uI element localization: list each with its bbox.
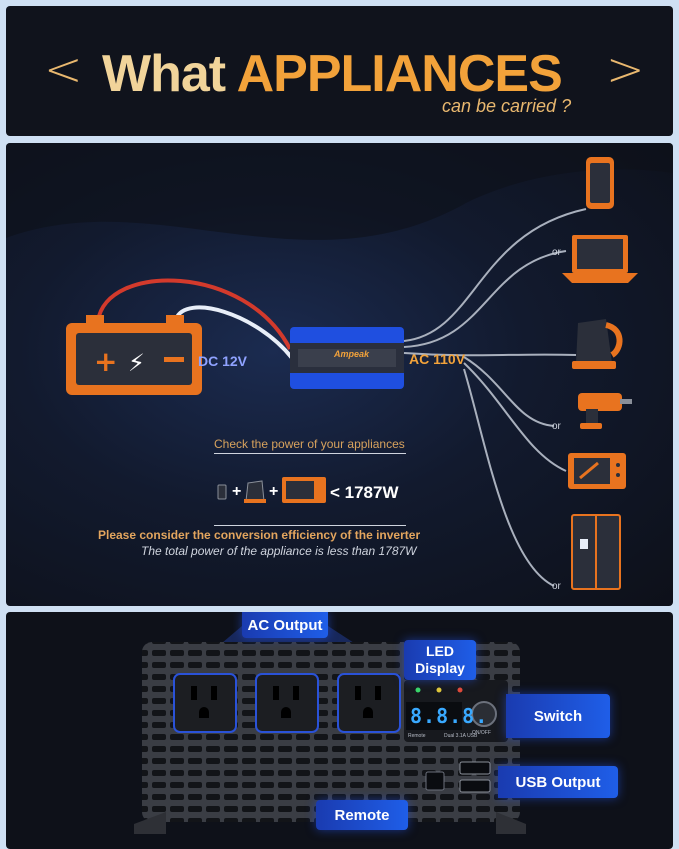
remote-small-label: Remote <box>408 733 426 739</box>
ac-outlet-3 <box>337 673 401 733</box>
usb-output-label: USB Output <box>515 773 601 791</box>
led-display-label-line2: Display <box>415 660 465 676</box>
small-phone-icon <box>217 484 227 500</box>
remote-label: Remote <box>334 806 390 824</box>
inverter-icon <box>290 327 404 389</box>
plus-sign: + <box>269 483 279 500</box>
small-kettle-icon <box>244 480 266 503</box>
title-word-appliances: APPLIANCES <box>236 45 563 103</box>
ac-output-label: AC Output <box>247 616 323 634</box>
wiring-diagram: + ⚡ <box>6 143 673 606</box>
title-word-what: What <box>102 45 226 103</box>
plus-sign: + <box>232 483 242 500</box>
page-title: What APPLIANCES <box>102 44 563 104</box>
conversion-efficiency-text: Please consider the conversion efficienc… <box>98 528 421 542</box>
title-banner: < What APPLIANCES > can be carried ? <box>6 6 673 136</box>
ac-output-badge: AC Output <box>242 612 328 638</box>
or-label: or <box>552 581 561 592</box>
or-label: or <box>552 421 561 432</box>
page-subtitle: can be carried ? <box>442 96 572 116</box>
small-microwave-icon <box>282 477 326 503</box>
wiring-illustration: + ⚡ <box>6 143 673 590</box>
onoff-label: ON/OFF <box>472 730 491 736</box>
microwave-icon <box>568 453 626 489</box>
divider <box>214 453 406 454</box>
battery-icon: + ⚡ <box>66 315 202 395</box>
switch-label: Switch <box>533 707 583 725</box>
dc-voltage-label: DC 12V <box>198 353 248 369</box>
power-limit-text: < 1787W <box>330 483 399 502</box>
total-power-text: The total power of the appliance is less… <box>141 544 417 558</box>
power-button-icon <box>471 701 497 727</box>
ac-outlet-1 <box>173 673 237 733</box>
led-display-badge: LED Display <box>404 640 476 680</box>
led-display-label-line1: LED <box>426 643 454 659</box>
inverter-front-illustration <box>134 626 526 834</box>
remote-badge: Remote <box>316 800 408 830</box>
chevron-left-icon: < <box>44 42 83 96</box>
check-power-text: Check the power of your appliances <box>214 437 405 451</box>
ac-voltage-label: AC 110V <box>409 351 466 367</box>
usb-small-label: Dual 3.1A USB <box>444 733 478 739</box>
svg-text:+: + <box>94 345 117 378</box>
output-cables <box>403 208 587 587</box>
svg-text:⚡: ⚡ <box>128 349 145 377</box>
kettle-icon <box>572 319 623 369</box>
brand-logo: Ampeak <box>334 349 370 359</box>
inverter-front-panel: 8.8.8. ON/OFF Remote Dual 3.1A USB AC Ou… <box>6 612 673 849</box>
drill-icon <box>578 393 632 429</box>
usb-port-icon <box>459 779 491 793</box>
remote-port-icon <box>425 771 445 791</box>
usb-port-icon <box>459 761 491 775</box>
chevron-right-icon: > <box>606 42 645 96</box>
switch-badge: Switch <box>506 694 610 738</box>
or-label: or <box>552 247 561 258</box>
phone-icon <box>586 157 614 209</box>
fridge-icon <box>571 514 621 590</box>
led-readout: 8.8.8. <box>410 704 489 728</box>
ac-outlet-2 <box>255 673 319 733</box>
divider <box>214 525 406 526</box>
laptop-icon <box>562 235 638 283</box>
usb-output-badge: USB Output <box>498 766 618 798</box>
